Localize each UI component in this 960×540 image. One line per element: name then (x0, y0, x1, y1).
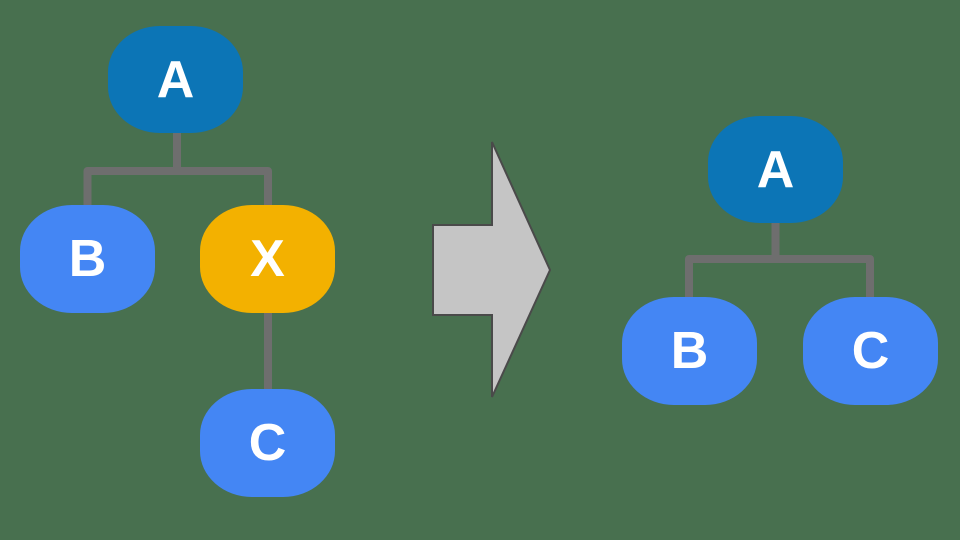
left-tree-node-x-label: X (250, 230, 285, 288)
transformation-arrow-icon (432, 141, 552, 398)
left-tree-node-b-label: B (68, 230, 107, 288)
left-tree-node-a: A (108, 26, 243, 133)
left-tree-node-a-label: A (156, 50, 195, 109)
left-tree-edge-a-to-b-x (83, 167, 272, 209)
right-tree-node-b: B (622, 297, 757, 405)
right-tree-node-c: C (803, 297, 938, 405)
left-tree-node-c: C (200, 389, 335, 497)
left-tree-node-c-label: C (248, 414, 287, 472)
left-tree-node-b: B (20, 205, 155, 313)
right-tree-edge-a-to-b-c (685, 255, 874, 302)
left-tree-node-x: X (200, 205, 335, 313)
right-tree-node-a-label: A (756, 140, 795, 199)
right-tree-node-b-label: B (670, 322, 709, 380)
right-tree-node-a: A (708, 116, 843, 223)
right-tree-node-c-label: C (851, 322, 890, 380)
